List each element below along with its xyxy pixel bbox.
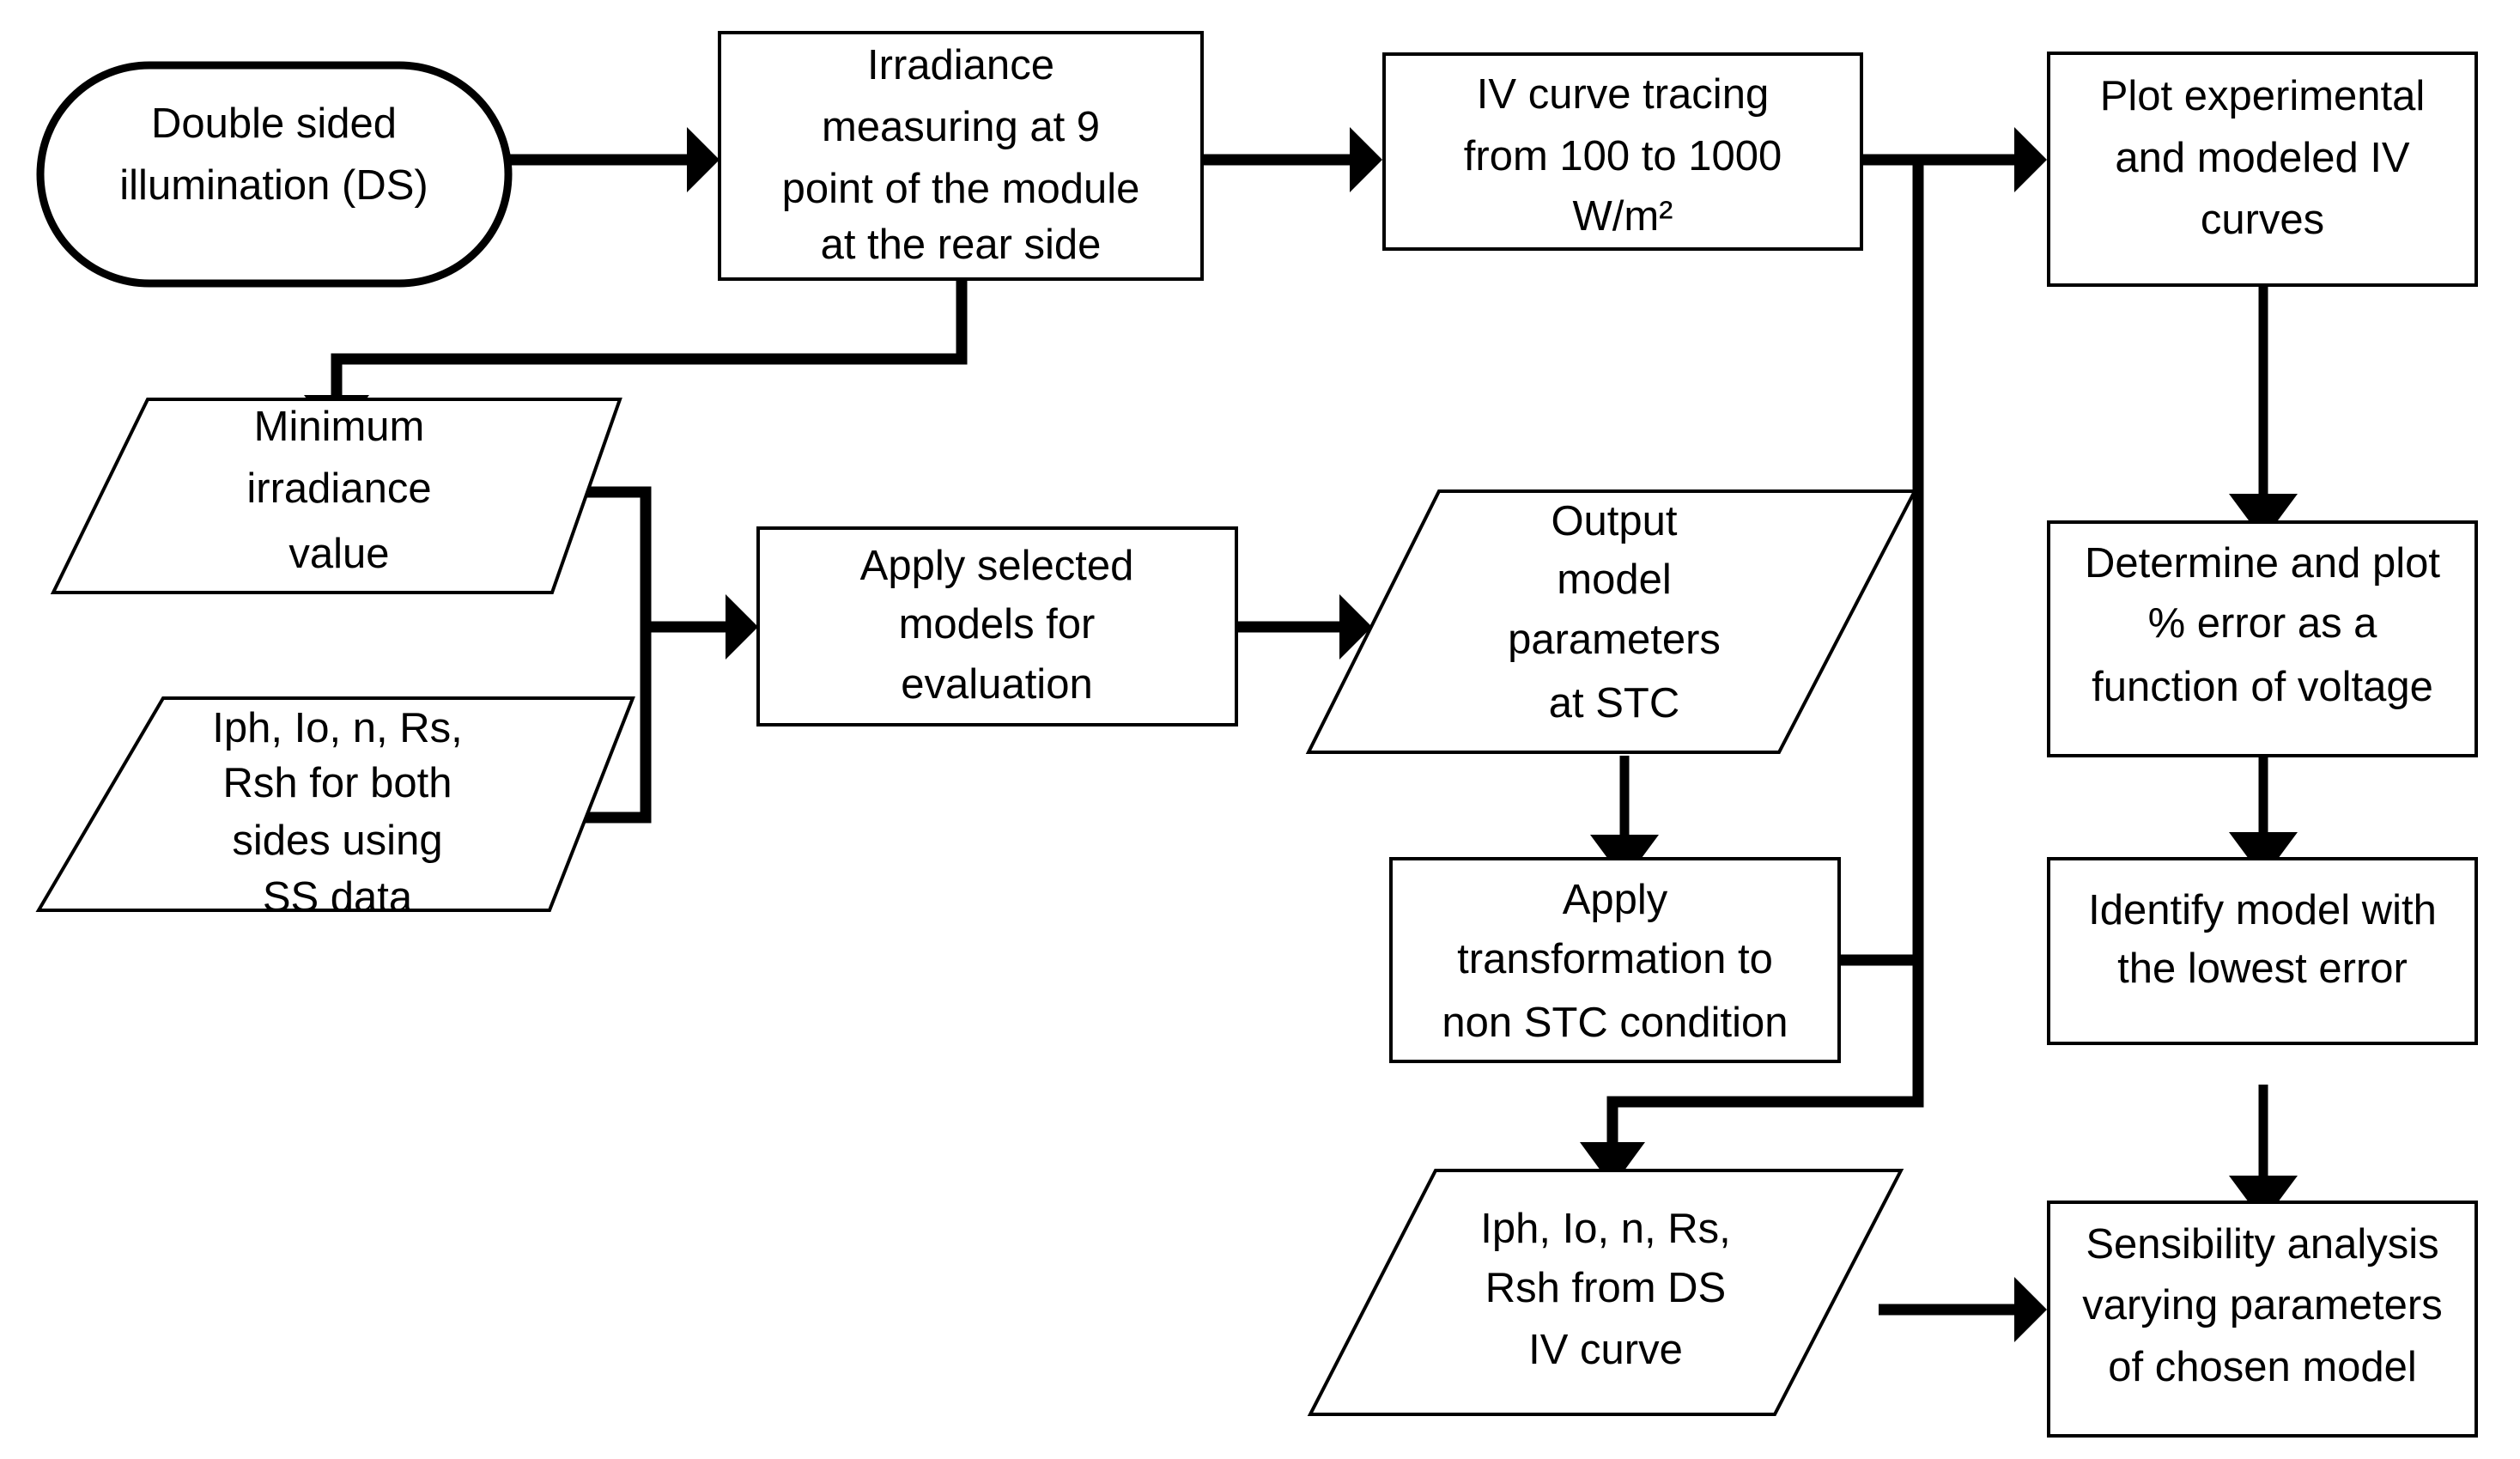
node-minimum-irradiance-value[interactable]: Minimum irradiance value [50,398,622,594]
node-label-line: Plot experimental [2100,73,2426,119]
arrow-head-icon [687,127,720,192]
edge-ivcurve-trunk-to-params-ds [1580,160,1924,1187]
process-shape [718,31,1204,281]
data-shape [1307,1169,1904,1416]
process-shape [2047,520,2478,757]
arrow-head-icon [2014,127,2047,192]
node-sensibility-analysis[interactable]: Sensibility analysis varying parameters … [2047,1201,2478,1438]
arrow-head-icon [726,594,758,660]
node-label-line: measuring at 9 [822,104,1100,150]
arrow-head-icon [1580,1142,1645,1187]
node-label-line: point of the module [782,166,1140,212]
node-label-line: varying parameters [2082,1282,2442,1328]
node-identify-model-lowest-error[interactable]: Identify model with the lowest error [2047,857,2478,1045]
process-shape [1382,52,1863,251]
node-label-line: Output [1551,498,1677,544]
node-apply-transformation-non-stc[interactable]: Apply transformation to non STC conditio… [1389,857,1841,1063]
process-shape [2047,857,2478,1045]
node-label-line: and modeled IV [2115,135,2410,181]
process-shape [2047,52,2478,287]
node-label-line: models for [899,601,1096,647]
edge-apply-models-to-output [1236,594,1372,660]
arrow-head-icon [2229,494,2298,540]
edge-params-ds-to-sensibility [1879,1277,2047,1342]
node-output-model-parameters-stc[interactable]: Output model parameters at STC [1305,489,1918,754]
node-params-both-sides-ss[interactable]: Iph, Io, n, Rs, Rsh for both sides using… [35,696,635,921]
node-label-line: Iph, Io, n, Rs, [212,705,462,751]
node-label-line: Minimum [254,404,425,450]
node-label-line: transformation to [1457,936,1773,982]
node-label-line: at STC [1549,680,1679,726]
node-determine-plot-error[interactable]: Determine and plot % error as a function… [2047,520,2478,757]
node-label-line: sides using [232,818,442,864]
arrow-head-icon [1350,127,1382,192]
node-double-sided-illumination[interactable]: Double sided illumination (DS) [36,61,513,288]
node-label-line: IV curve tracing [1477,71,1769,118]
edge-inputs-to-apply-models [554,486,758,824]
edge-line [554,486,652,824]
edge-line [1606,160,1924,1142]
node-label-line: Double sided [151,100,397,147]
node-label-line: Sensibility analysis [2086,1221,2438,1268]
data-shape [35,696,635,912]
edge-line [331,279,968,395]
process-shape [1389,857,1841,1063]
node-label-line: W/m² [1573,193,1673,240]
arrow-head-icon [2229,1176,2298,1222]
node-irradiance-measuring[interactable]: Irradiance measuring at 9 point of the m… [718,31,1204,281]
edge-plot-to-determine [2229,284,2298,540]
node-params-from-ds-iv-curve[interactable]: Iph, Io, n, Rs, Rsh from DS IV curve [1307,1169,1904,1416]
node-label-line: irradiance [246,465,431,512]
edge-ds-to-irradiance [508,127,720,192]
node-plot-experimental-modeled[interactable]: Plot experimental and modeled IV curves [2047,52,2478,287]
node-label-line: Iph, Io, n, Rs, [1480,1206,1730,1252]
node-label-line: Rsh for both [223,760,452,806]
node-label-line: of chosen model [2108,1344,2417,1390]
edge-ivcurve-to-plot [1861,127,2047,192]
data-shape [1305,489,1918,754]
node-label-line: Apply selected [860,543,1134,589]
node-label-line: Identify model with [2088,887,2437,933]
node-iv-curve-tracing[interactable]: IV curve tracing from 100 to 1000 W/m² [1382,52,1863,251]
node-label-line: evaluation [901,661,1092,708]
arrow-head-icon [2014,1277,2047,1342]
node-label-line: IV curve [1528,1327,1683,1373]
process-shape [756,526,1238,726]
node-label-line: parameters [1508,617,1721,663]
terminator-shape [36,61,513,288]
node-label-line: % error as a [2148,600,2378,647]
arrow-head-icon [1339,594,1372,660]
node-label-line: illumination (DS) [119,162,428,209]
node-label-line: from 100 to 1000 [1464,133,1782,179]
edge-irradiance-to-ivcurve [1202,127,1382,192]
node-label-line: curves [2201,197,2324,243]
node-label-line: the lowest error [2117,945,2408,992]
node-label-line: value [288,531,389,577]
node-label-line: Apply [1563,877,1668,923]
node-label-line: model [1557,556,1671,603]
arrow-head-icon [2229,832,2298,878]
node-label-line: Irradiance [867,42,1054,88]
node-label-line: function of voltage [2092,664,2433,710]
node-apply-selected-models[interactable]: Apply selected models for evaluation [756,526,1238,726]
edge-identify-to-sensibility [2229,1085,2298,1222]
data-shape [50,398,622,594]
process-shape [2047,1201,2478,1438]
node-label-line: Rsh from DS [1485,1265,1726,1311]
node-label-line: Determine and plot [2085,540,2440,587]
node-label-line: SS data [263,874,413,921]
node-label-line: at the rear side [821,222,1102,268]
edge-determine-to-identify [2229,755,2298,878]
node-label-line: non STC condition [1442,1000,1788,1046]
